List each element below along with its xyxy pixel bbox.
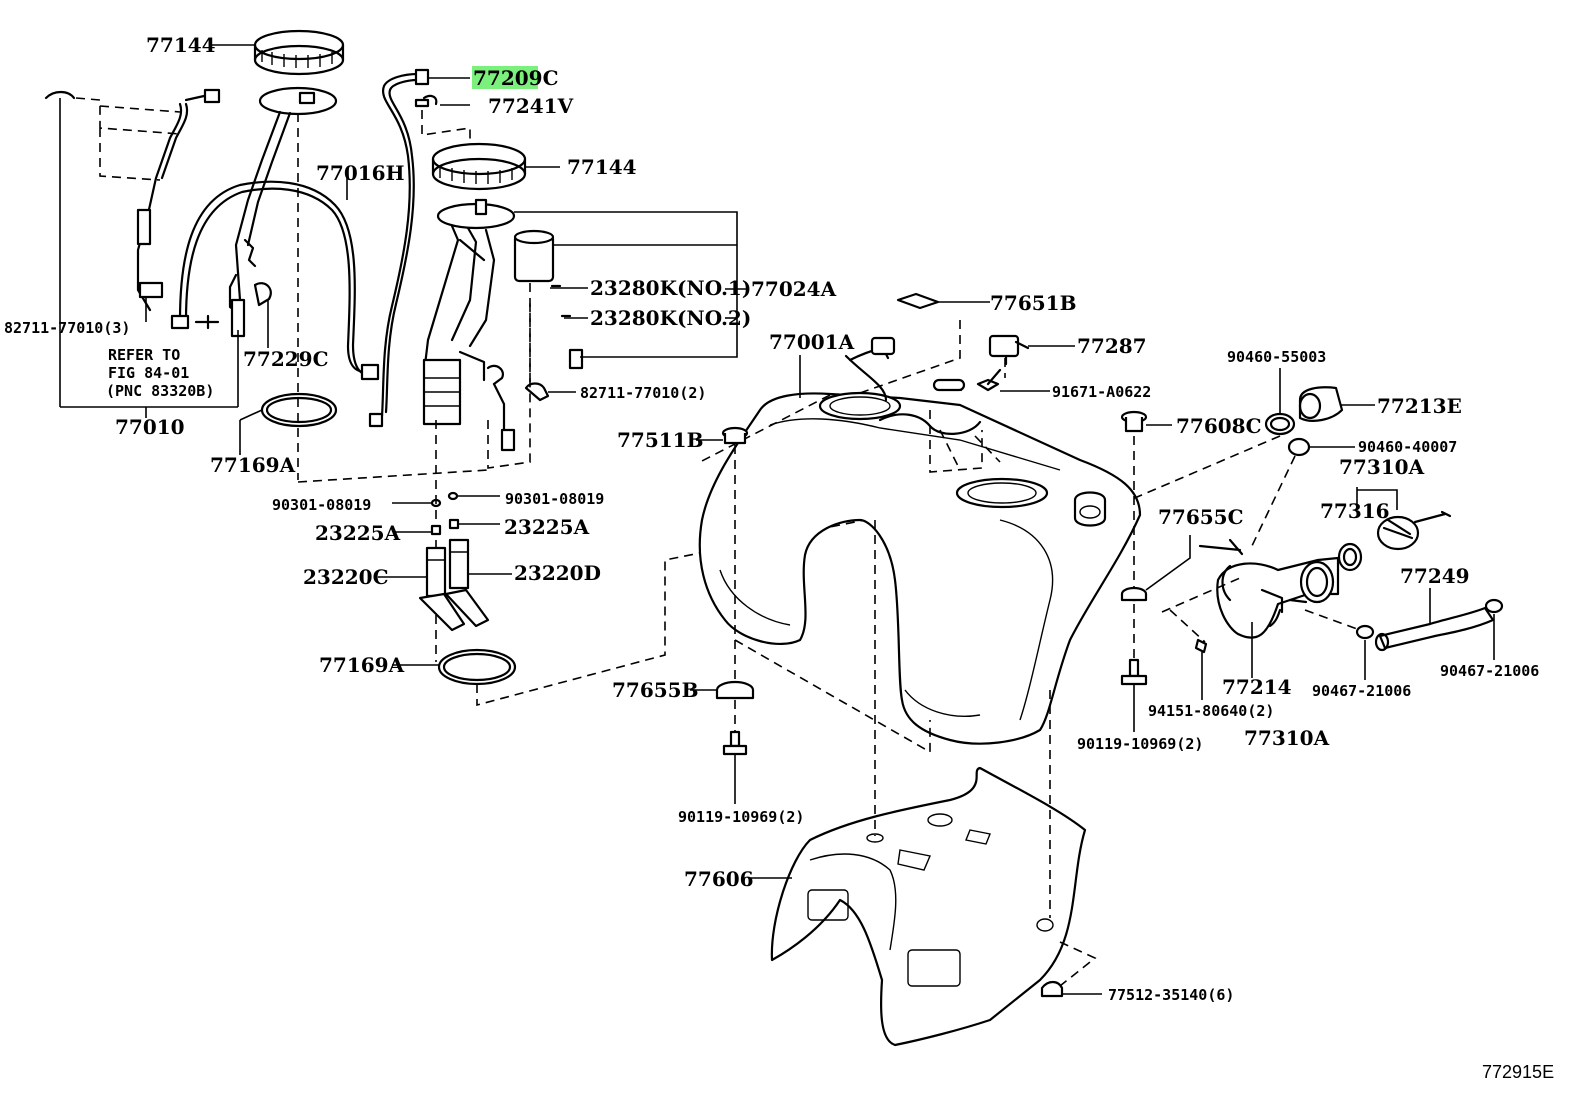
label-23280k-2[interactable]: 23280K(NO.2): [590, 306, 751, 330]
label-77511b[interactable]: 77511B: [617, 428, 703, 452]
fuel-pump-23220[interactable]: [418, 538, 490, 632]
label-23225a-right[interactable]: 23225A: [504, 515, 590, 539]
label-77241v[interactable]: 77241V: [488, 94, 574, 118]
label-77316[interactable]: 77316: [1320, 499, 1390, 523]
label-90467-right[interactable]: 90467-21006: [1440, 662, 1539, 680]
sender-plate-77010[interactable]: [228, 86, 338, 338]
fuel-tank-77001a[interactable]: [698, 336, 1142, 745]
label-77144-top: 77144: [146, 33, 216, 57]
label-91671[interactable]: 91671-A0622: [1052, 383, 1151, 401]
label-77606[interactable]: 77606: [684, 867, 754, 891]
clamp-77241v[interactable]: [414, 94, 438, 108]
label-77310a-bottom[interactable]: 77310A: [1244, 726, 1330, 750]
label-77512[interactable]: 77512-35140(6): [1108, 986, 1234, 1004]
fuel-hose-77016h[interactable]: [170, 180, 380, 381]
label-77608c[interactable]: 77608C: [1176, 414, 1262, 438]
bolt-90119-left[interactable]: [722, 730, 748, 756]
label-77144-mid[interactable]: 77144: [567, 155, 637, 179]
label-77651b[interactable]: 77651B: [990, 291, 1076, 315]
label-77209c[interactable]: 77209C: [473, 66, 559, 90]
gasket-77316[interactable]: [1337, 542, 1363, 572]
hose-77249[interactable]: [1374, 606, 1495, 652]
lock-ring-77144-mid[interactable]: [431, 142, 527, 191]
gasket-77169a-top[interactable]: [260, 392, 338, 428]
refer-line-1: REFER TO: [108, 346, 180, 364]
label-77310a-top[interactable]: 77310A: [1339, 455, 1425, 479]
label-23280k-1[interactable]: 23280K(NO.1): [590, 276, 751, 300]
label-90460-55003[interactable]: 90460-55003: [1227, 348, 1326, 366]
label-90467-mid[interactable]: 90467-21006: [1312, 682, 1411, 700]
sheet-77651b[interactable]: [896, 292, 940, 310]
label-94151[interactable]: 94151-80640(2): [1148, 702, 1274, 720]
gasket-77169a-bottom[interactable]: [437, 648, 517, 686]
label-77016h[interactable]: 77016H: [316, 161, 404, 185]
label-77169a-bottom[interactable]: 77169A: [319, 653, 405, 677]
label-23220c[interactable]: 23220C: [303, 565, 389, 589]
clamp-90467[interactable]: [1355, 598, 1504, 640]
bolt-94151[interactable]: [1194, 638, 1208, 654]
label-82711-left[interactable]: 82711-77010(3): [4, 319, 130, 337]
filler-pipe-77214[interactable]: [1198, 538, 1340, 639]
refer-line-2: FIG 84-01: [108, 364, 189, 382]
clip-77512[interactable]: [1040, 980, 1064, 998]
grommet-77608c[interactable]: [1120, 410, 1148, 433]
mount-77655c[interactable]: [1120, 586, 1148, 602]
label-77169a-top[interactable]: 77169A: [210, 453, 296, 477]
fuel-pump-assembly-77024a[interactable]: [422, 198, 584, 452]
label-77024a[interactable]: 77024A: [751, 277, 837, 301]
clamp-77287[interactable]: [988, 334, 1030, 366]
highlight-77209c: [472, 66, 538, 89]
clamp-90460-55003[interactable]: [1264, 412, 1296, 436]
fuel-cap[interactable]: [1376, 510, 1452, 551]
label-77214[interactable]: 77214: [1222, 675, 1292, 699]
filter-23225a[interactable]: [430, 518, 460, 536]
clamp-90460-40007[interactable]: [1287, 437, 1311, 457]
label-90301-left[interactable]: 90301-08019: [272, 496, 371, 514]
label-90119-left[interactable]: 90119-10969(2): [678, 808, 804, 826]
label-77213e[interactable]: 77213E: [1377, 394, 1462, 418]
o-ring-90301[interactable]: [430, 491, 459, 508]
label-90301-right[interactable]: 90301-08019: [505, 490, 604, 508]
label-77655b[interactable]: 77655B: [612, 678, 698, 702]
label-77249[interactable]: 77249: [1400, 564, 1470, 588]
label-23225a-left[interactable]: 23225A: [315, 521, 401, 545]
label-90119-right[interactable]: 90119-10969(2): [1077, 735, 1203, 753]
lock-ring-77144-top[interactable]: [253, 29, 345, 76]
hose-77213e[interactable]: [1298, 386, 1344, 422]
diagram-id-code: 772915E: [1482, 1062, 1554, 1082]
refer-line-3: (PNC 83320B): [106, 382, 214, 400]
hose-77209c[interactable]: [368, 68, 430, 428]
bolt-90119-right[interactable]: [1120, 658, 1148, 686]
label-77010[interactable]: 77010: [115, 415, 185, 439]
mount-77655b[interactable]: [715, 680, 755, 700]
label-90460-40007[interactable]: 90460-40007: [1358, 438, 1457, 456]
label-77287[interactable]: 77287: [1077, 334, 1147, 358]
wire-harness[interactable]: [44, 88, 221, 312]
bolt-91671[interactable]: [976, 368, 1002, 392]
label-23220d[interactable]: 23220D: [514, 561, 601, 585]
label-82711-mid[interactable]: 82711-77010(2): [580, 384, 706, 402]
protector-77606[interactable]: [770, 766, 1087, 1047]
label-77229c[interactable]: 77229C: [243, 347, 329, 371]
grommet-77511b[interactable]: [721, 426, 749, 445]
label-77001a[interactable]: 77001A: [769, 330, 855, 354]
label-77655c[interactable]: 77655C: [1158, 505, 1244, 529]
